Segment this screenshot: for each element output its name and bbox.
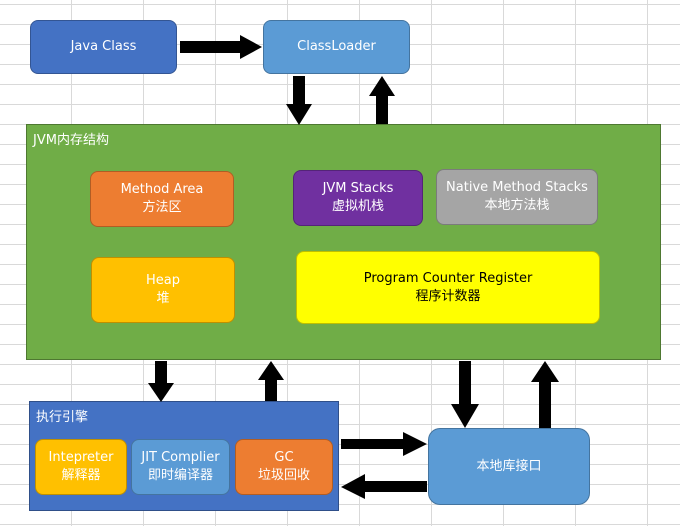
jvm-stacks-label-zh: 虚拟机栈 bbox=[331, 199, 384, 214]
heap-box: Heap 堆 bbox=[91, 257, 235, 323]
arrow-engine-to-jvm bbox=[258, 361, 284, 401]
native-interface-label: 本地库接口 bbox=[476, 458, 542, 474]
arrow-jvm-to-engine bbox=[148, 361, 174, 402]
method-area-box: Method Area 方法区 bbox=[90, 171, 234, 227]
jvm-stacks-label-en: JVM Stacks bbox=[322, 181, 394, 196]
execution-engine-title: 执行引擎 bbox=[36, 410, 89, 425]
heap-label-en: Heap bbox=[146, 273, 180, 288]
arrow-engine-to-native bbox=[341, 432, 427, 456]
native-stacks-label-zh: 本地方法栈 bbox=[484, 198, 550, 213]
arrow-native-to-jvm bbox=[531, 361, 559, 428]
native-interface-node: 本地库接口 bbox=[428, 428, 590, 505]
jvm-memory-title: JVM内存结构 bbox=[33, 133, 109, 148]
pc-register-label-zh: 程序计数器 bbox=[415, 288, 481, 304]
interpreter-label-zh: 解释器 bbox=[61, 468, 101, 483]
interpreter-label-en: Intepreter bbox=[48, 450, 114, 465]
heap-label-zh: 堆 bbox=[156, 291, 170, 306]
method-area-label-zh: 方法区 bbox=[142, 200, 182, 215]
gc-box: GC 垃圾回收 bbox=[235, 439, 333, 495]
interpreter-box: Intepreter 解释器 bbox=[35, 439, 127, 495]
jit-compiler-label-zh: 即时编译器 bbox=[147, 468, 213, 483]
arrow-classloader-to-jvm bbox=[286, 76, 312, 125]
jit-compiler-box: JIT Complier 即时编译器 bbox=[131, 439, 230, 495]
arrow-javaclass-to-classloader bbox=[180, 35, 262, 59]
java-class-node: Java Class bbox=[30, 20, 177, 74]
jit-compiler-label-en: JIT Complier bbox=[141, 450, 220, 465]
classloader-label: ClassLoader bbox=[297, 39, 376, 54]
native-method-stacks-box: Native Method Stacks 本地方法栈 bbox=[436, 169, 598, 225]
gc-label-zh: 垃圾回收 bbox=[257, 468, 310, 483]
java-class-label: Java Class bbox=[70, 39, 137, 54]
gc-label-en: GC bbox=[274, 450, 294, 465]
classloader-node: ClassLoader bbox=[263, 20, 410, 74]
arrow-jvm-to-classloader bbox=[369, 76, 395, 124]
pc-register-label-en: Program Counter Register bbox=[363, 270, 533, 286]
arrow-jvm-to-native bbox=[451, 361, 479, 428]
jvm-stacks-box: JVM Stacks 虚拟机栈 bbox=[293, 170, 423, 226]
native-stacks-label-en: Native Method Stacks bbox=[446, 180, 588, 195]
method-area-label-en: Method Area bbox=[120, 182, 204, 197]
pc-register-box: Program Counter Register 程序计数器 bbox=[296, 251, 600, 324]
arrow-native-to-engine bbox=[341, 474, 427, 499]
